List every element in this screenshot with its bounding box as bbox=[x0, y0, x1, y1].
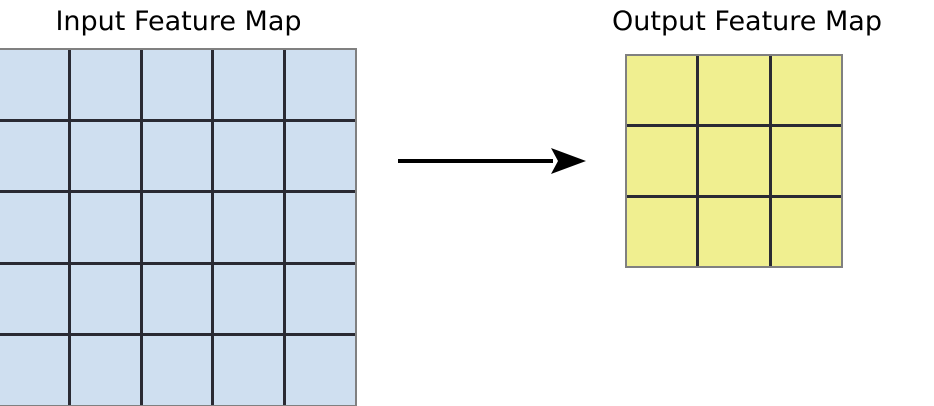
input-cell bbox=[142, 50, 212, 119]
input-cell bbox=[70, 50, 140, 119]
output-cell bbox=[771, 198, 841, 266]
input-cell bbox=[286, 336, 355, 405]
input-cell bbox=[214, 336, 284, 405]
input-cell bbox=[142, 193, 212, 262]
output-feature-map-grid bbox=[625, 54, 843, 268]
output-cell bbox=[771, 56, 841, 124]
input-cell bbox=[286, 50, 355, 119]
input-cell bbox=[286, 264, 355, 334]
input-cell bbox=[70, 264, 140, 334]
input-cell bbox=[0, 336, 68, 405]
input-feature-map-grid bbox=[0, 48, 357, 406]
output-feature-map-title: Output Feature Map bbox=[612, 6, 882, 37]
input-cell bbox=[70, 336, 140, 405]
input-cell bbox=[0, 50, 68, 119]
input-cell bbox=[286, 121, 355, 191]
input-cell bbox=[142, 264, 212, 334]
input-cell bbox=[286, 193, 355, 262]
output-cell bbox=[627, 56, 697, 124]
input-cell bbox=[0, 121, 68, 191]
output-cell bbox=[699, 198, 769, 266]
input-cell bbox=[214, 121, 284, 191]
input-cell bbox=[214, 264, 284, 334]
input-cell bbox=[70, 193, 140, 262]
input-cell bbox=[142, 121, 212, 191]
output-cell bbox=[699, 56, 769, 124]
transform-arrow-icon bbox=[398, 148, 586, 174]
output-cell bbox=[771, 127, 841, 195]
input-cell bbox=[142, 336, 212, 405]
input-feature-map-title: Input Feature Map bbox=[55, 6, 302, 37]
input-cell bbox=[214, 50, 284, 119]
input-cell bbox=[0, 264, 68, 334]
input-cell bbox=[70, 121, 140, 191]
output-cell bbox=[699, 127, 769, 195]
output-cell bbox=[627, 127, 697, 195]
output-cell bbox=[627, 198, 697, 266]
input-cell bbox=[214, 193, 284, 262]
input-cell bbox=[0, 193, 68, 262]
